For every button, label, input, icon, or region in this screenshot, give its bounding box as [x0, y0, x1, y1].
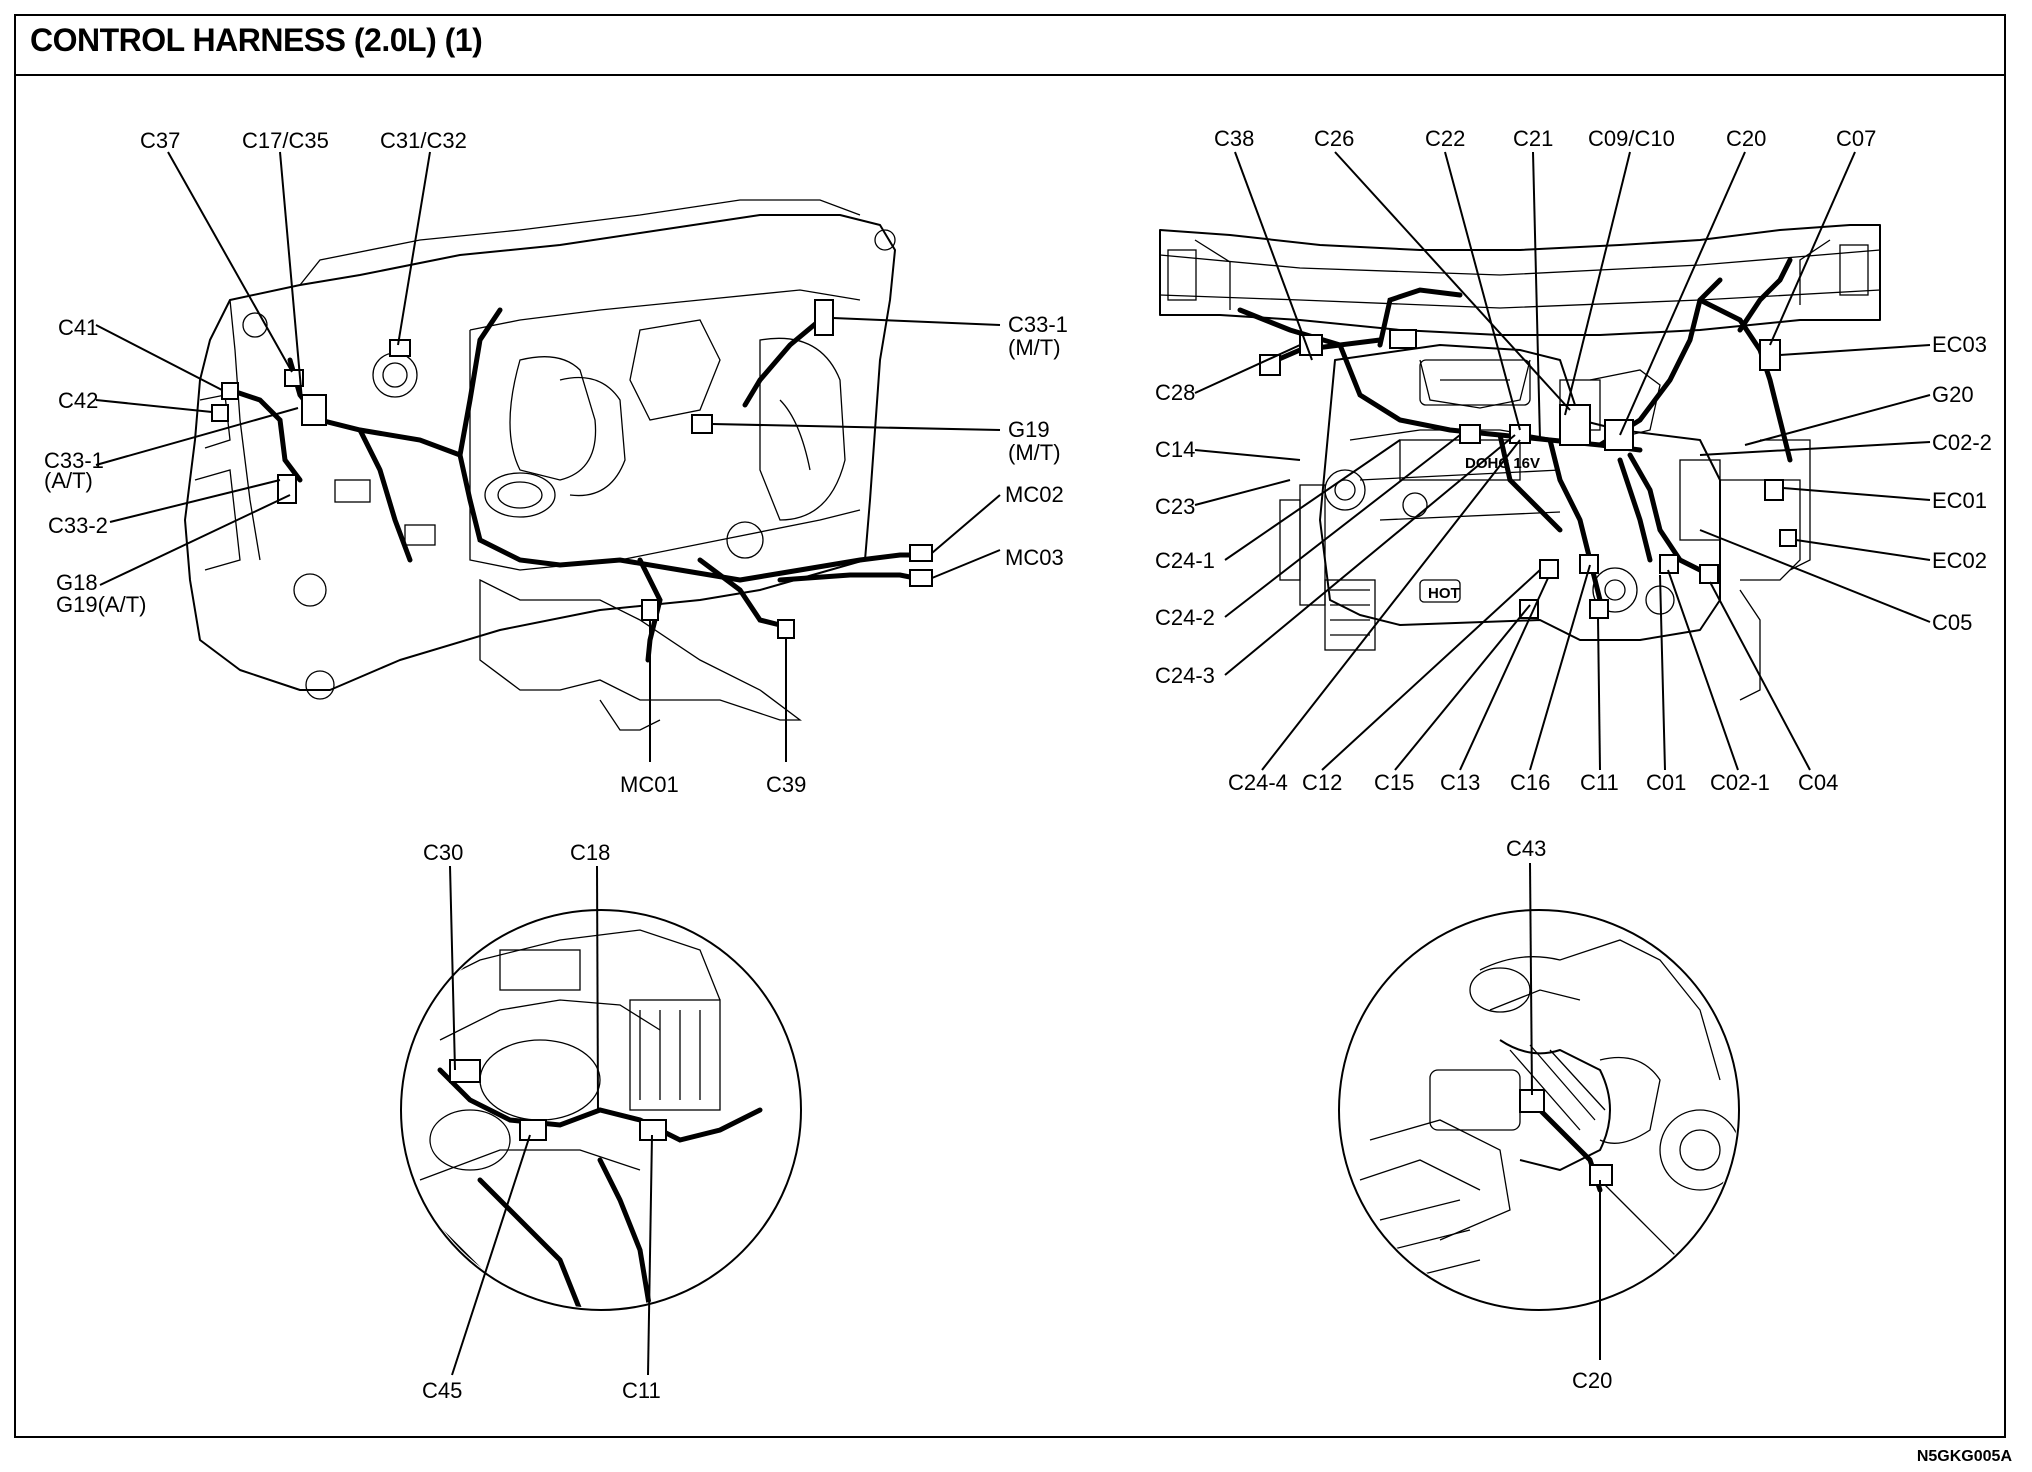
label-c24-1: C24-1: [1155, 548, 1215, 573]
label-c21: C21: [1513, 126, 1553, 151]
label-c38: C38: [1214, 126, 1254, 151]
label-g20: G20: [1932, 382, 1974, 407]
leader-lines: [95, 151, 1931, 1376]
detail-circle-left: [400, 909, 802, 1311]
label-c02-1: C02-1: [1710, 770, 1770, 795]
label-c42: C42: [58, 388, 98, 413]
label-c16: C16: [1510, 770, 1550, 795]
label-g19-mt-note: (M/T): [1008, 440, 1061, 465]
page-title: CONTROL HARNESS (2.0L) (1): [30, 22, 483, 58]
label-c02-2: C02-2: [1932, 430, 1992, 455]
label-c18: C18: [570, 840, 610, 865]
label-c26: C26: [1314, 126, 1354, 151]
label-c01: C01: [1646, 770, 1686, 795]
oil-cap-text: HOT: [1428, 585, 1460, 602]
label-c22: C22: [1425, 126, 1465, 151]
label-mc03: MC03: [1005, 545, 1064, 570]
detail-circle-right: [1338, 909, 1740, 1311]
label-c41: C41: [58, 315, 98, 340]
connector-labels: C37 C17/C35 C31/C32 C41 C42 C33-1 (A/T) …: [44, 126, 1992, 1403]
label-c30: C30: [423, 840, 463, 865]
label-c39: C39: [766, 772, 806, 797]
label-c04: C04: [1798, 770, 1838, 795]
label-c37: C37: [140, 128, 180, 153]
label-g19-mt: G19: [1008, 417, 1050, 442]
label-c23: C23: [1155, 494, 1195, 519]
label-c33-1-at: C33-1: [44, 448, 104, 473]
label-c24-4: C24-4: [1228, 770, 1288, 795]
label-c33-1-mt-note: (M/T): [1008, 335, 1061, 360]
figure-code: N5GKG005A: [1916, 1448, 2012, 1465]
label-c43: C43: [1506, 836, 1546, 861]
label-c12: C12: [1302, 770, 1342, 795]
label-ec01: EC01: [1932, 488, 1987, 513]
label-c33-2: C33-2: [48, 513, 108, 538]
label-c45: C45: [422, 1378, 462, 1403]
label-c28: C28: [1155, 380, 1195, 405]
label-ec02: EC02: [1932, 548, 1987, 573]
label-c24-3: C24-3: [1155, 663, 1215, 688]
label-c11-right: C11: [1580, 770, 1619, 795]
label-c13: C13: [1440, 770, 1480, 795]
label-mc02: MC02: [1005, 482, 1064, 507]
label-c15: C15: [1374, 770, 1414, 795]
label-g18: G18: [56, 570, 98, 595]
title-bar: [14, 14, 2006, 76]
label-c31-c32: C31/C32: [380, 128, 467, 153]
label-c20-bottom: C20: [1572, 1368, 1612, 1393]
label-c17-c35: C17/C35: [242, 128, 329, 153]
label-c11-left: C11: [622, 1378, 661, 1403]
label-ec03: EC03: [1932, 332, 1987, 357]
label-c14: C14: [1155, 437, 1195, 462]
label-g19-at: G19(A/T): [56, 592, 146, 617]
label-c09-c10: C09/C10: [1588, 126, 1675, 151]
label-c33-1-at-note: (A/T): [44, 468, 93, 493]
label-mc01: MC01: [620, 772, 679, 797]
label-c07: C07: [1836, 126, 1876, 151]
label-c20-top: C20: [1726, 126, 1766, 151]
label-c05: C05: [1932, 610, 1972, 635]
label-c24-2: C24-2: [1155, 605, 1215, 630]
engine-bay-drawing: DOHC 16V HOT: [1159, 224, 1881, 701]
label-c33-1-mt: C33-1: [1008, 312, 1068, 337]
dash-panel-drawing: [184, 199, 933, 731]
